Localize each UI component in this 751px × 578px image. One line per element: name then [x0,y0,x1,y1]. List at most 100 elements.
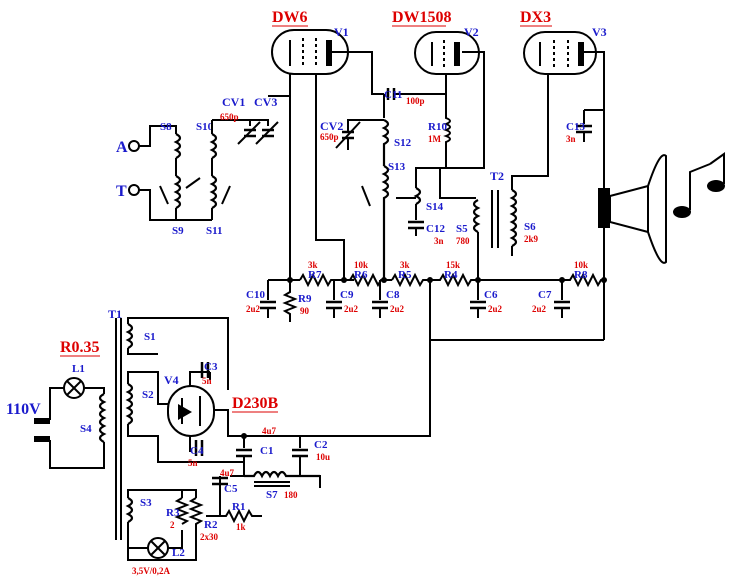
capacitor-cv2-label: CV2 [320,119,343,133]
resistor-r4-value: 15k [446,260,460,270]
lamp-l1-value: R0.35 [60,339,100,356]
tube-v3-name: V3 [592,25,607,39]
coil-s2 [125,383,134,425]
speaker-icon [598,154,667,264]
tube-v1-type: DW6 [272,9,308,26]
capacitor-cv1-label: CV1 [222,95,245,109]
capacitor-c6 [470,280,486,318]
resistor-r1-label: R1 [232,501,245,513]
capacitor-c4-label: C4 [190,445,204,457]
transformer-t2 [472,189,518,248]
resistor-r5 [391,272,430,288]
resistor-r3-label: R3 [166,507,180,519]
resistor-r6-label: R6 [354,269,368,281]
coil-s7-label: S7 [266,489,278,501]
resistor-r7-value: 3k [308,260,318,270]
resistor-r1 [220,508,262,524]
coil-s10-label: S10 [196,121,214,133]
capacitor-cv1-value: 650p [220,112,239,122]
resistor-r1-value: 1k [236,522,246,532]
capacitor-c9-value: 2u2 [344,304,359,314]
capacitor-c7-label: C7 [538,289,552,301]
resistor-r8-value: 10k [574,260,588,270]
capacitor-c5 [212,476,228,486]
capacitor-c11-value: 100p [406,96,425,106]
capacitor-c9-label: C9 [340,289,354,301]
capacitor-cv3 [255,121,279,145]
coil-s1-label: S1 [144,331,156,343]
capacitor-c2-value: 10u [316,452,330,462]
lamp-l1-label: L1 [72,363,85,375]
resistor-r4-label: R4 [444,269,458,281]
coil-s12-label: S12 [394,137,412,149]
coil-s6-label: S6 [524,221,536,233]
resistor-r5-label: R5 [398,269,412,281]
coil-s7 [244,470,320,479]
tube-v2-name: V2 [464,25,479,39]
capacitor-c1-label: C1 [260,445,273,457]
coil-s6-value: 2k9 [524,234,539,244]
capacitor-c10-label: C10 [246,289,265,301]
transformer-t1-label: T1 [108,307,122,321]
transformer-t1 [115,318,122,540]
capacitor-c3-label: C3 [204,361,218,373]
resistor-r2 [127,497,204,561]
capacitor-c9 [326,280,342,318]
coil-s3 [125,497,134,523]
resistor-r3 [174,497,190,525]
capacitor-c4-value: 5n [188,458,198,468]
resistor-r10-label: R10 [428,121,447,133]
capacitor-c12 [408,220,424,236]
capacitor-c10 [260,279,290,318]
capacitor-c12-label: C12 [426,223,445,235]
plug-icon [34,418,50,442]
tube-v4 [167,385,215,437]
resistor-r9 [282,280,298,322]
coil-s5-label: S5 [456,223,468,235]
resistor-r8-label: R8 [574,269,588,281]
antenna-terminal-t [128,184,176,221]
coil-s13 [381,165,390,280]
coil-s10 [209,133,218,159]
capacitor-cv2-value: 650p [320,132,339,142]
resistor-r4 [430,272,480,288]
resistor-r3-value: 2 [170,520,175,530]
coil-s7-value-text: 180 [284,490,298,500]
tube-v4-name: V4 [164,373,179,387]
capacitor-c6-label: C6 [484,289,498,301]
capacitor-c5-value: 4u7 [220,468,235,478]
resistor-r9-label: R9 [298,293,312,305]
capacitor-c8-label: C8 [386,289,400,301]
coil-s12 [381,119,390,166]
resistor-r10 [415,94,451,188]
coil-s14 [413,187,422,205]
tube-v1 [271,29,352,75]
coil-s14-label: S14 [426,201,444,213]
capacitor-c10-value: 2u2 [246,304,261,314]
resistor-r7 [299,272,344,288]
capacitor-c11-label: C11 [384,89,402,101]
capacitor-c4 [194,440,204,456]
resistor-r9-value: 90 [300,306,310,316]
transformer-t2-label: T2 [490,169,504,183]
music-note-icon [673,152,725,218]
capacitor-cv1 [237,121,261,145]
capacitor-c3-value: 5n [202,376,212,386]
lamp-l1 [63,377,85,399]
tube-v1-name: V1 [334,25,349,39]
resistor-r2-value: 2x30 [200,532,219,542]
coil-s8-label: S8 [160,121,172,133]
tube-v3-type: DX3 [520,9,551,26]
coil-s5-value: 780 [456,236,470,246]
resistor-r5-value: 3k [400,260,410,270]
capacitor-cv3-label: CV3 [254,95,277,109]
coil-s9-label: S9 [172,225,184,237]
capacitor-c13 [576,124,592,142]
coil-s13-label: S13 [388,161,406,173]
capacitor-c7-value: 2u2 [532,304,547,314]
capacitor-c2-label: C2 [314,439,328,451]
coil-s11-label: S11 [206,225,223,237]
tube-v4-type: D230B [232,395,279,412]
